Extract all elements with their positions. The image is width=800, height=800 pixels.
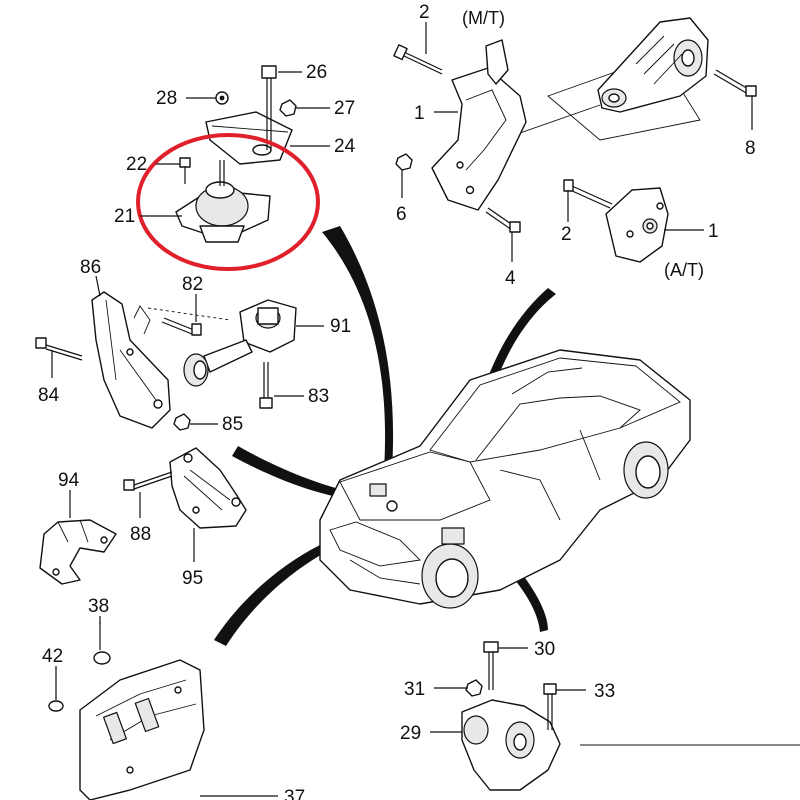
callout-leaders (51, 22, 753, 797)
callout-85: 85 (222, 414, 243, 435)
bolt-part-26 (261, 65, 277, 150)
callout-22: 22 (126, 154, 147, 175)
callout-86: 86 (80, 257, 101, 278)
callout-91: 91 (330, 316, 351, 337)
variant-label-auto: (A/T) (664, 260, 704, 280)
bolt-part-4 (485, 207, 521, 233)
bracket-part-95 (169, 447, 247, 529)
callout-42: 42 (42, 646, 63, 667)
nut-part-6 (395, 153, 413, 171)
leader-stroke-bottom-left (214, 545, 326, 646)
screw-part-42 (48, 668, 64, 712)
splash-shield-part-37 (79, 659, 205, 800)
nut-part-85 (173, 413, 191, 431)
nut-part-27 (279, 99, 297, 117)
callout-94: 94 (58, 470, 80, 491)
bolt-part-88 (123, 471, 173, 491)
bolt-part-2-top (393, 44, 443, 75)
callout-numbers: 2 1 8 6 4 2 1 26 28 27 24 22 21 86 82 91… (38, 2, 756, 800)
callout-83: 83 (308, 386, 329, 407)
splash-shield-assembly (48, 622, 205, 800)
leader-stroke-top (322, 226, 394, 470)
callout-31: 31 (404, 679, 425, 700)
callout-2-at: 2 (561, 224, 572, 245)
callout-4: 4 (505, 268, 516, 289)
callout-33: 33 (594, 681, 615, 702)
bolt-part-8 (713, 69, 757, 97)
bolt-part-33 (543, 683, 557, 730)
callout-37: 37 (284, 787, 305, 800)
bracket-part-86 (91, 291, 171, 429)
highlighted-mount (136, 65, 320, 271)
callout-88: 88 (130, 524, 151, 545)
car-illustration (319, 349, 691, 609)
screw-part-38 (93, 622, 111, 665)
callout-1-at: 1 (708, 221, 719, 242)
callout-82: 82 (182, 274, 203, 295)
callout-38: 38 (88, 596, 109, 617)
callout-21: 21 (114, 206, 135, 227)
callout-28: 28 (156, 88, 177, 109)
callout-24: 24 (334, 136, 356, 157)
bracket-part-1-mt (431, 67, 527, 211)
nut-part-31 (465, 679, 483, 697)
variant-label-manual: (M/T) (462, 8, 505, 28)
bracket-part-1-at (605, 187, 669, 263)
left-mount-assembly (35, 291, 297, 431)
lower-left-parts (39, 447, 247, 585)
bolt-part-22 (179, 157, 191, 184)
highlight-circle (136, 133, 320, 271)
callout-1-mt: 1 (414, 103, 425, 124)
bolt-part-2-at (563, 179, 613, 209)
callout-29: 29 (400, 723, 421, 744)
callout-8: 8 (745, 138, 756, 159)
callout-26: 26 (306, 62, 327, 83)
rear-mount-assembly (461, 641, 800, 791)
mt-mount-assembly (393, 17, 757, 233)
at-mount-assembly (563, 179, 669, 263)
bracket-part-94 (39, 519, 117, 585)
bolt-part-82 (161, 317, 202, 336)
callout-6: 6 (396, 204, 407, 225)
callout-2-top: 2 (419, 2, 430, 23)
callout-84: 84 (38, 385, 60, 406)
bolt-part-83 (259, 362, 273, 409)
callout-30: 30 (534, 639, 555, 660)
bolt-part-84 (35, 337, 83, 361)
callout-95: 95 (182, 568, 203, 589)
callout-27: 27 (334, 98, 355, 119)
bolt-part-30 (483, 641, 499, 690)
